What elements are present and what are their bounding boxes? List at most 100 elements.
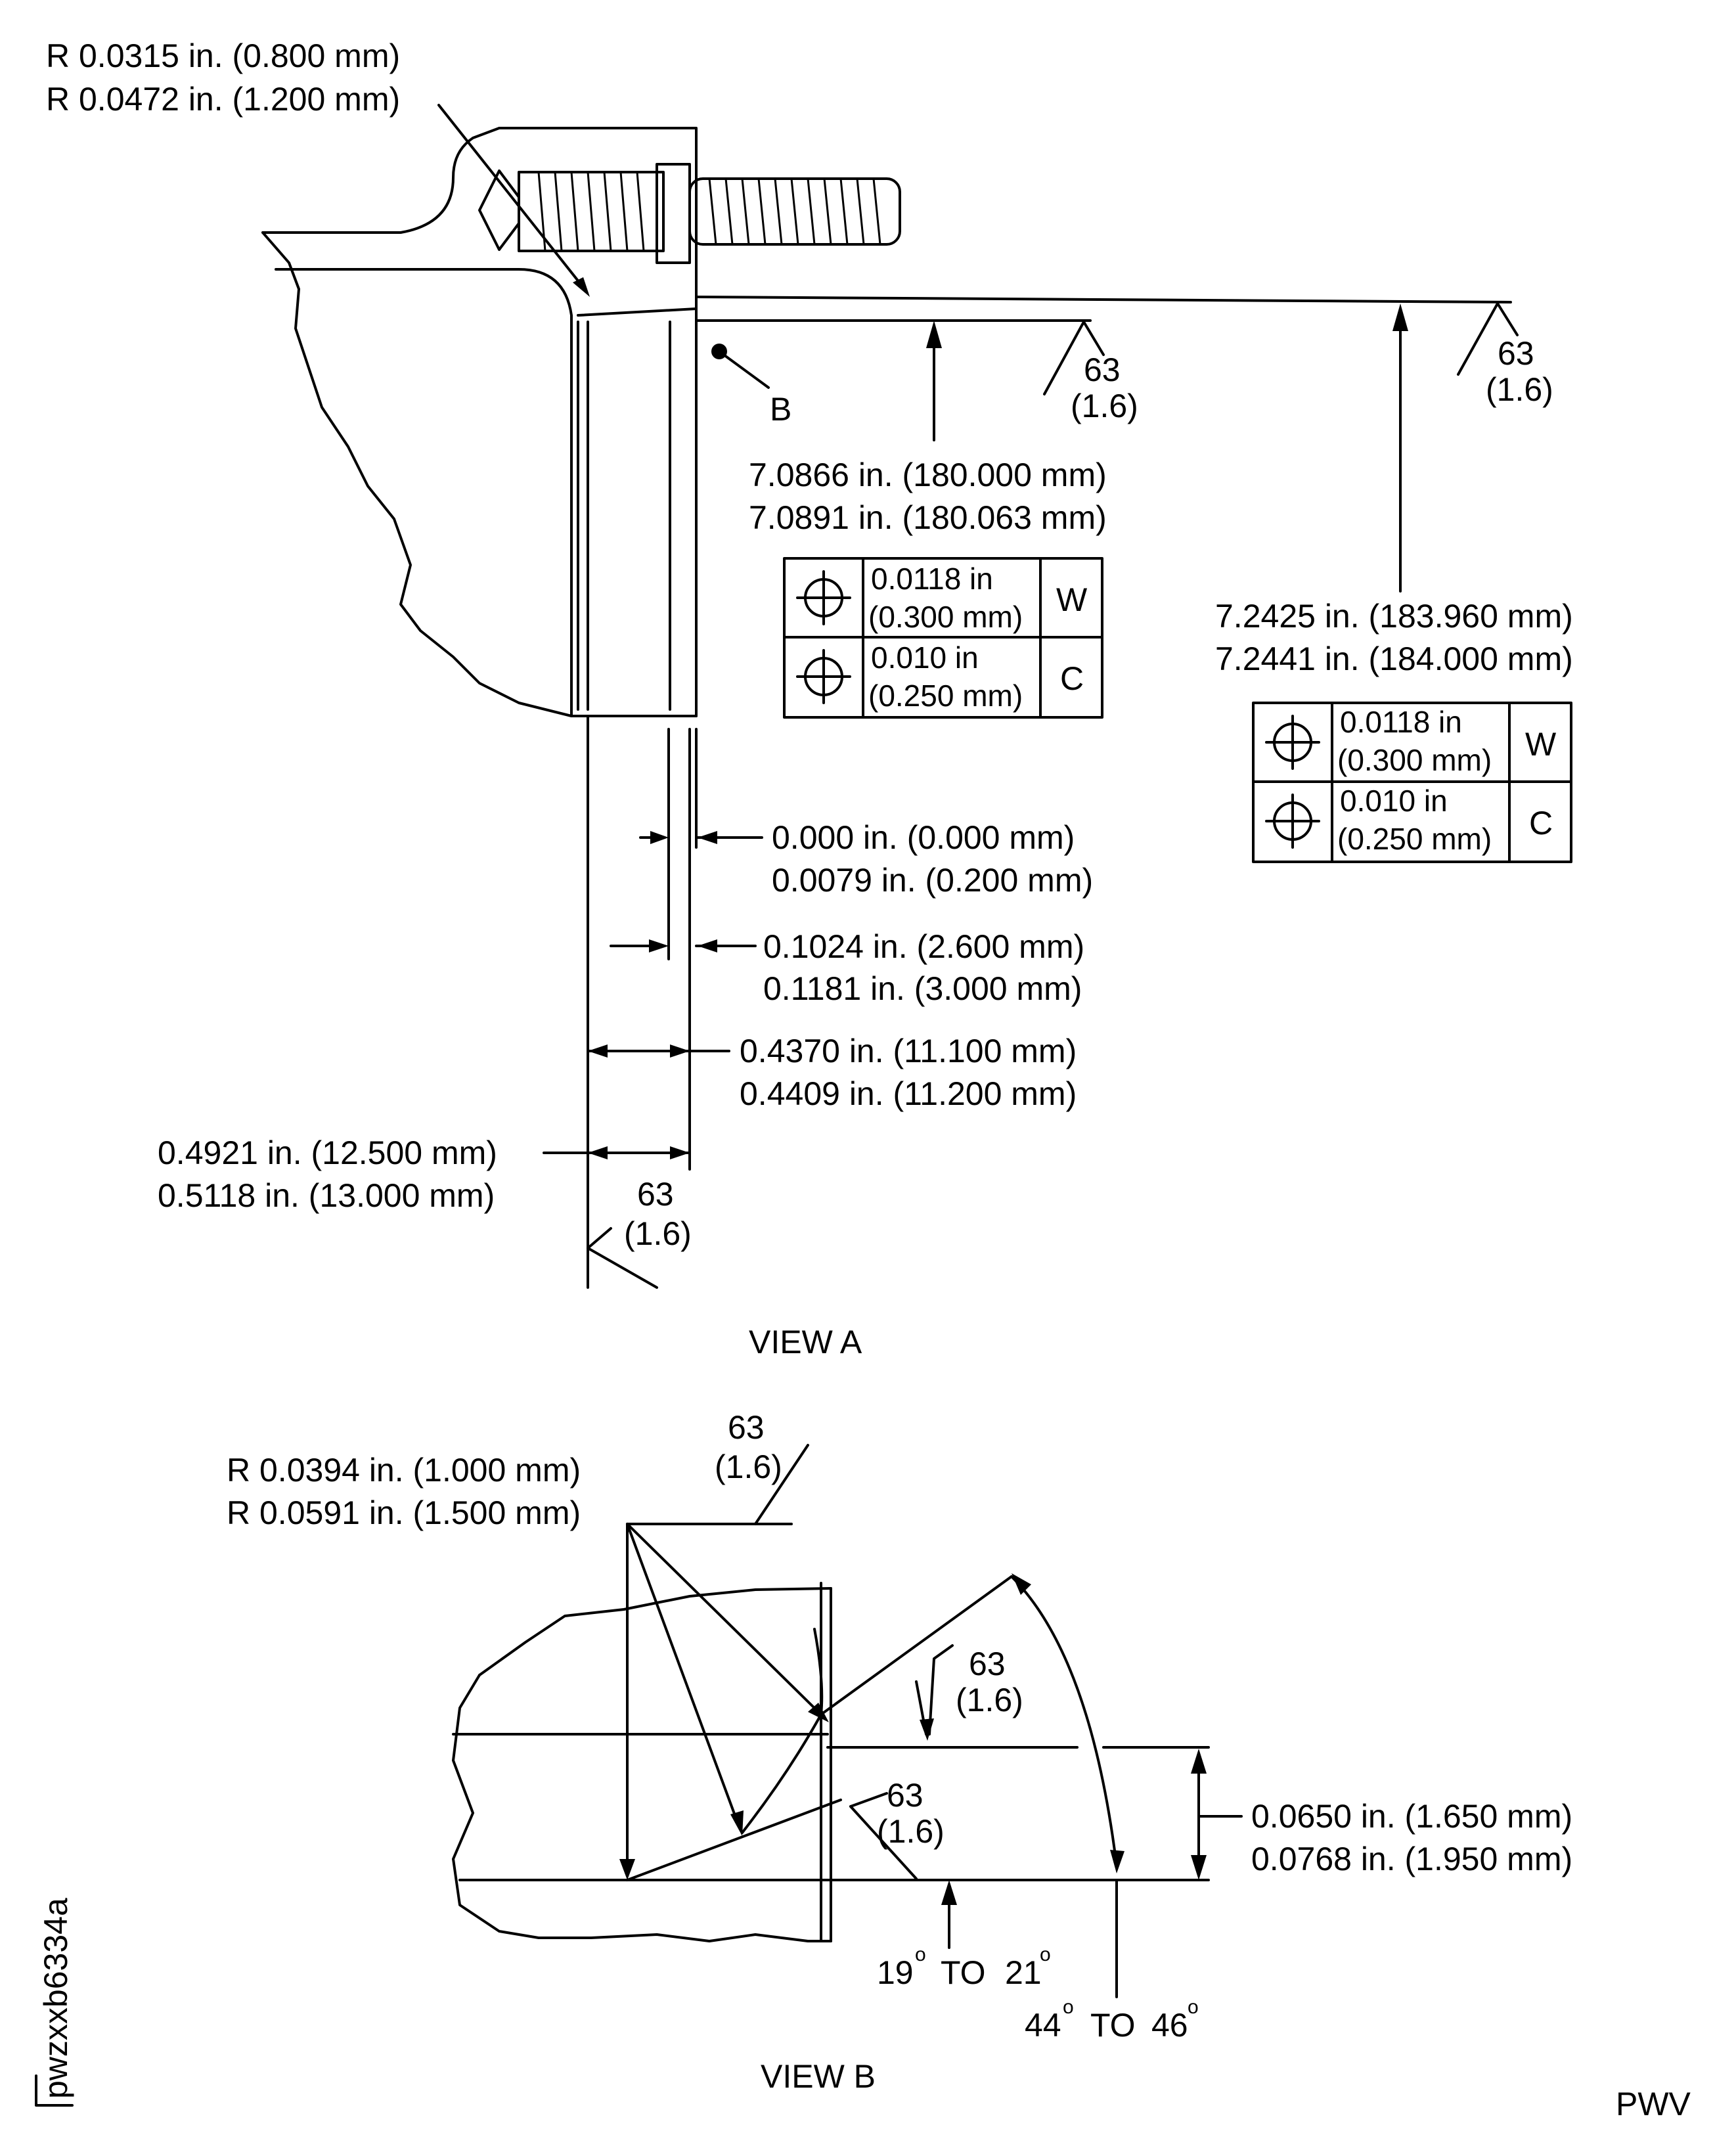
view-b-finish-metric-top: (1.6) [715,1448,782,1485]
bolt [478,163,901,264]
fcf-outer-datum-2: C [1529,805,1553,841]
view-b-finish-metric-lower: (1.6) [877,1813,945,1850]
width-dim-min: 0.4370 in. (11.100 mm) [740,1033,1077,1069]
view-b: 63 (1.6) R 0.0394 in. (1.000 mm) R 0.059… [227,1409,1572,2095]
view-a-outer-extension-line [695,296,1512,303]
view-b-finish-value-upper: 63 [969,1646,1006,1682]
view-b-finish-value-top: 63 [728,1409,765,1446]
overall-dim-min: 0.4921 in. (12.500 mm) [158,1134,497,1171]
inner-dia-arrowhead [926,321,942,348]
bolt-threaded-body [518,171,665,252]
angle-large-from: 44 [1025,2007,1061,2044]
overall-dimension [543,1146,691,1159]
view-b-height-dimension [1191,1749,1243,1880]
fcf-inner-datum-2: C [1060,660,1084,697]
view-b-leader-2 [626,1523,740,1827]
angle-small-word: TO [941,1954,986,1991]
step-dim-min: 0.1024 in. (2.600 mm) [763,928,1084,965]
view-b-chamfer-44 [741,1575,1013,1834]
position-icon [1265,794,1320,849]
position-icon [796,649,851,704]
offset-dimension [639,831,763,844]
fcf-outer-tol-in-1: 0.0118 in [1340,705,1462,739]
view-a-radius-max: R 0.0472 in. (1.200 mm) [46,81,400,118]
view-b-radius-arc [813,1628,824,1716]
finish-value-bottom: 63 [637,1176,674,1213]
view-b-angle-large-label: 44 o TO 46 o [1025,1996,1199,2044]
view-b-finish-value-lower: 63 [887,1777,924,1814]
bolt-tip [478,169,520,251]
step-dimension [610,939,757,952]
degree-mark: o [915,1944,926,1965]
overall-dim-max: 0.5118 in. (13.000 mm) [158,1177,495,1214]
offset-dim-min: 0.000 in. (0.000 mm) [772,819,1075,856]
point-b-leader [718,350,770,389]
fcf-outer-tol-mm-2: (0.250 mm) [1337,822,1492,856]
seal-section [577,307,698,1289]
view-b-height-dim-min: 0.0650 in. (1.650 mm) [1251,1798,1572,1835]
drawing-id-bracket [35,2074,74,2107]
angle-small-from: 19 [877,1954,914,1991]
finish-value: 63 [1084,351,1121,388]
drawing-id: pwzxxb6334a [37,1898,74,2099]
view-b-angle-arc-large [1010,1575,1118,1867]
fcf-inner-tol-mm-1: (0.300 mm) [868,600,1023,634]
finish-metric: (1.6) [1071,388,1138,424]
angle-large-to: 46 [1151,2007,1188,2044]
inner-dia-max: 7.0891 in. (180.063 mm) [749,499,1107,536]
angle-small-to: 21 [1005,1954,1042,1991]
fcf-inner-datum-1: W [1056,581,1088,618]
footer: pwzxxb6334a PWV [35,1898,1691,2122]
view-b-radius-max: R 0.0591 in. (1.500 mm) [227,1494,581,1531]
view-a-break-line [261,231,573,717]
view-b-leader-1 [626,1523,822,1716]
view-a-inner-wall [275,268,573,717]
degree-mark: o [1188,1996,1199,2018]
view-a-radius-arrowhead [573,277,590,297]
fcf-inner-tol-in-1: 0.0118 in [871,562,993,596]
inner-feature-control-frame: 0.0118 in (0.300 mm) W 0.010 in (0.250 m… [783,557,1103,719]
degree-mark: o [1063,1996,1074,2018]
surface-finish-symbol-outer: 63 (1.6) [1457,302,1553,408]
bolt-collar [656,163,691,264]
offset-dim-max: 0.0079 in. (0.200 mm) [772,862,1093,899]
fcf-inner-tol-mm-2: (0.250 mm) [868,679,1023,713]
surface-finish-symbol: 63 (1.6) [1043,321,1138,424]
view-b-radius-min: R 0.0394 in. (1.000 mm) [227,1452,581,1489]
view-b-finish-symbol-lower: 63 (1.6) [849,1777,945,1880]
view-b-finish-metric-upper: (1.6) [956,1682,1023,1718]
width-dim-max: 0.4409 in. (11.200 mm) [740,1075,1077,1112]
view-b-title: VIEW B [761,2058,876,2095]
view-a-housing-outline [261,127,698,310]
outer-dia-arrowhead [1392,303,1408,331]
surface-finish-symbol-bottom: 63 (1.6) [587,1176,692,1289]
point-b-label: B [770,391,791,428]
bolt-shank [688,177,901,246]
view-a-title: VIEW A [749,1324,862,1360]
inner-dia-min: 7.0866 in. (180.000 mm) [749,457,1107,493]
finish-metric-outer: (1.6) [1486,371,1553,408]
fcf-outer-datum-1: W [1525,726,1557,763]
degree-mark: o [1040,1944,1051,1965]
view-b-angle-small-label: 19 o TO 21 o [877,1944,1051,1991]
view-b-chamfer-19 [626,1799,842,1881]
view-a: R 0.0315 in. (0.800 mm) R 0.0472 in. (1.… [46,37,1573,1360]
view-b-finish-symbol-upper: 63 (1.6) [915,1644,1023,1741]
angle-large-word: TO [1090,2007,1136,2044]
view-b-finish-slash-top [754,1444,809,1525]
view-b-break-line-top [478,1587,832,1676]
view-b-break-line-bottom [452,1674,832,1942]
view-a-radius-min: R 0.0315 in. (0.800 mm) [46,37,400,74]
width-dimension [587,1044,730,1058]
fcf-outer-tol-in-2: 0.010 in [1340,784,1448,818]
view-a-radius-leader [437,104,586,290]
outer-dia-min: 7.2425 in. (183.960 mm) [1215,598,1573,635]
position-icon [1265,715,1320,770]
outer-dia-max: 7.2441 in. (184.000 mm) [1215,640,1573,677]
view-b-height-dim-max: 0.0768 in. (1.950 mm) [1251,1841,1572,1877]
outer-feature-control-frame: 0.0118 in (0.300 mm) W 0.010 in (0.250 m… [1252,702,1572,863]
fcf-inner-tol-in-2: 0.010 in [871,640,979,675]
footer-code: PWV [1616,2086,1691,2122]
position-icon [796,570,851,625]
